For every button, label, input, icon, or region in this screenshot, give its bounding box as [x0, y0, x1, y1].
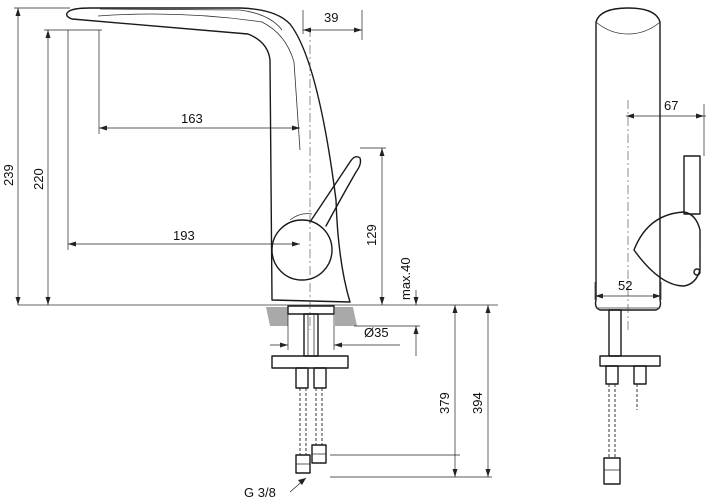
- dim-220-label: 220: [31, 168, 46, 190]
- countertop-right: [335, 307, 357, 326]
- spout-inner-curve: [97, 13, 301, 151]
- side-shank: [608, 309, 622, 357]
- base-ring: [287, 305, 335, 315]
- lever-handle: [309, 155, 362, 227]
- lever-joint: [289, 213, 313, 221]
- dim-39-label: 39: [324, 10, 338, 25]
- washer-plate: [271, 355, 349, 369]
- side-connection-nut: [603, 457, 621, 485]
- side-spout-top: [595, 21, 661, 35]
- side-lever-screw: [693, 268, 701, 276]
- dim-52-label: 52: [618, 278, 632, 293]
- dim-67-label: 67: [664, 98, 678, 113]
- dim-163-label: 163: [181, 111, 203, 126]
- side-washer: [599, 355, 661, 367]
- spout-top-edge: [99, 8, 283, 31]
- dim-379-label: 379: [437, 392, 452, 414]
- lever-hub: [271, 219, 333, 281]
- dim-g38-label: G 3/8: [244, 485, 276, 500]
- dim-d35-label: Ø35: [364, 325, 389, 340]
- dim-max40-label: max.40: [398, 257, 413, 300]
- countertop-left: [266, 307, 288, 326]
- dim-394-label: 394: [470, 392, 485, 414]
- front-view: [18, 7, 498, 474]
- dim-129-label: 129: [364, 224, 379, 246]
- side-nut-right: [633, 365, 647, 385]
- nut-left: [295, 367, 309, 389]
- side-dimensions: 67 52: [594, 98, 706, 300]
- faucet-body-outline: [65, 7, 351, 303]
- dim-239-label: 239: [1, 164, 16, 186]
- side-view: [594, 7, 701, 485]
- side-lever-hub: [633, 211, 701, 287]
- dim-193-label: 193: [173, 228, 195, 243]
- front-dimensions: 39 163 193 239 220 129: [1, 7, 492, 500]
- fixing-shank: [303, 313, 319, 357]
- side-nut-left: [605, 365, 619, 385]
- side-lever-handle: [683, 155, 701, 215]
- nut-right: [313, 367, 327, 389]
